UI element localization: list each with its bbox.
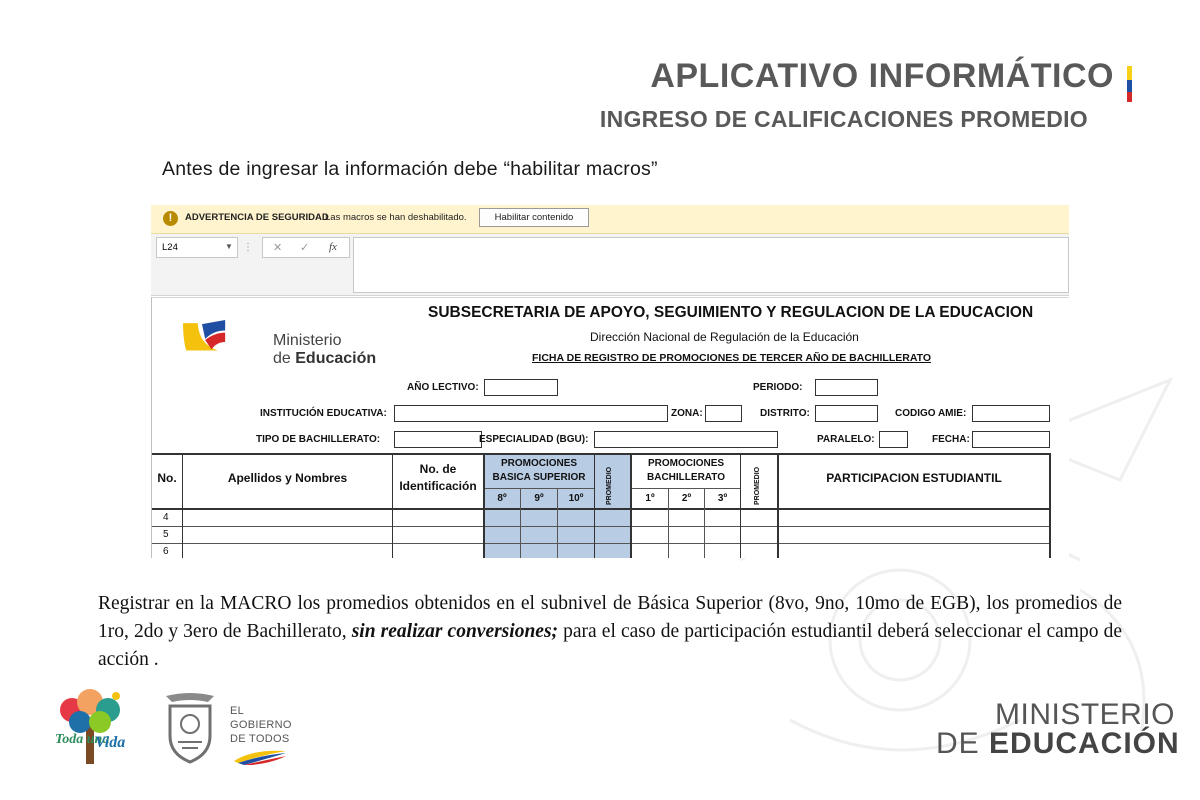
coat-of-arms-icon xyxy=(166,693,214,764)
anio-lectivo-field[interactable] xyxy=(484,379,558,396)
sheet-title: SUBSECRETARIA DE APOYO, SEGUIMIENTO Y RE… xyxy=(428,304,1034,321)
excel-screenshot: ! ADVERTENCIA DE SEGURIDAD Las macros se… xyxy=(151,205,1069,558)
grade-header-3: 3º xyxy=(717,493,728,504)
codigo-amie-field[interactable] xyxy=(972,405,1050,422)
warning-icon: ! xyxy=(163,211,178,226)
ministerio-wordmark-line2: DE EDUCACIÓN xyxy=(936,727,1180,760)
toda-una-vida-logo xyxy=(60,689,120,764)
name-box[interactable]: L24 xyxy=(156,237,238,258)
security-warning-message: Las macros se han deshabilitado. xyxy=(325,212,467,223)
grade-header-1: 1º xyxy=(645,493,655,504)
col-header-promedio-bach: PROMEDIO xyxy=(754,466,761,505)
form-title: FICHA DE REGISTRO DE PROMOCIONES DE TERC… xyxy=(532,352,932,364)
more-options-icon: ⋮ xyxy=(243,242,253,253)
page-title: APLICATIVO INFORMÁTICO xyxy=(650,57,1114,95)
row-number: 6 xyxy=(163,546,169,557)
label-anio-lectivo: AÑO LECTIVO: xyxy=(407,382,479,393)
label-zona: ZONA: xyxy=(671,408,703,419)
label-fecha: FECHA: xyxy=(932,434,970,445)
emphasis-text: sin realizar conversiones; xyxy=(351,621,559,642)
check-icon[interactable]: ✓ xyxy=(300,242,310,254)
chevron-down-icon[interactable]: ▼ xyxy=(225,242,233,251)
flag-swoosh-icon xyxy=(234,750,286,765)
enable-content-button[interactable]: Habilitar contenido xyxy=(479,208,589,227)
vida-text: Vida xyxy=(95,734,126,751)
col-header-bach-line1: PROMOCIONES xyxy=(647,458,725,469)
col-header-nombres: Apellidos y Nombres xyxy=(227,471,348,485)
col-header-id-line1: No. de xyxy=(419,462,457,476)
instruction-text: Antes de ingresar la información debe “h… xyxy=(162,158,658,180)
col-header-participacion: PARTICIPACION ESTUDIANTIL xyxy=(826,471,1002,485)
spreadsheet-area: Ministerio de Educación SUBSECRETARIA DE… xyxy=(151,297,1069,558)
fecha-field[interactable] xyxy=(972,431,1050,448)
insert-function-icon[interactable]: fx xyxy=(329,241,337,253)
security-warning-bar: ! ADVERTENCIA DE SEGURIDAD Las macros se… xyxy=(151,205,1069,234)
flag-accent xyxy=(1127,66,1132,102)
ministerio-logo xyxy=(183,319,226,351)
label-institucion: INSTITUCIÓN EDUCATIVA: xyxy=(260,408,387,419)
cancel-icon[interactable]: ✕ xyxy=(273,242,283,254)
zona-field[interactable] xyxy=(705,405,742,422)
instructions-paragraph: Registrar en la MACRO los promedios obte… xyxy=(98,593,1122,670)
label-periodo: PERIODO: xyxy=(753,382,803,393)
ministerio-wordmark-line1: MINISTERIO xyxy=(995,698,1176,731)
toda-una-text: Toda una xyxy=(55,732,110,747)
gobierno-de-todos-text: EL GOBIERNO DE TODOS xyxy=(230,705,292,745)
col-header-basica-line2: BASICA SUPERIOR xyxy=(492,472,586,483)
especialidad-field[interactable] xyxy=(594,431,778,448)
col-header-promedio-basica: PROMEDIO xyxy=(606,466,613,505)
tipo-bachillerato-field[interactable] xyxy=(394,431,482,448)
logo-text-ministerio: Ministerio xyxy=(273,332,342,349)
formula-buttons: ✕ ✓ fx xyxy=(262,237,350,258)
label-distrito: DISTRITO: xyxy=(760,408,810,419)
sheet-subtitle: Dirección Nacional de Regulación de la E… xyxy=(590,330,859,344)
page-subtitle: INGRESO DE CALIFICACIONES PROMEDIO xyxy=(599,106,1088,132)
label-tipo-bachillerato: TIPO DE BACHILLERATO: xyxy=(256,434,381,445)
logo-text-educacion: de Educación xyxy=(273,350,377,367)
formula-input[interactable] xyxy=(353,237,1069,293)
label-codigo-amie: CODIGO AMIE: xyxy=(895,408,967,419)
distrito-field[interactable] xyxy=(815,405,878,422)
grade-header-9: 9º xyxy=(534,493,544,504)
row-number: 5 xyxy=(163,529,169,540)
col-header-basica-line1: PROMOCIONES xyxy=(500,458,578,469)
label-paralelo: PARALELO: xyxy=(817,434,875,445)
col-header-bach-line2: BACHILLERATO xyxy=(647,472,725,483)
paralelo-field[interactable] xyxy=(879,431,908,448)
grade-header-8: 8º xyxy=(497,493,507,504)
label-especialidad: ESPECIALIDAD (BGU): xyxy=(479,434,589,445)
grade-header-2: 2º xyxy=(681,493,692,504)
grade-header-10: 10º xyxy=(568,493,584,504)
security-warning-title: ADVERTENCIA DE SEGURIDAD xyxy=(185,212,329,223)
col-header-id-line2: Identificación xyxy=(399,479,477,493)
periodo-field[interactable] xyxy=(815,379,878,396)
col-header-no: No. xyxy=(157,471,177,485)
row-number: 4 xyxy=(163,512,169,523)
formula-bar: L24 ▼ ⋮ ✕ ✓ fx xyxy=(151,234,1069,296)
institucion-field[interactable] xyxy=(394,405,668,422)
